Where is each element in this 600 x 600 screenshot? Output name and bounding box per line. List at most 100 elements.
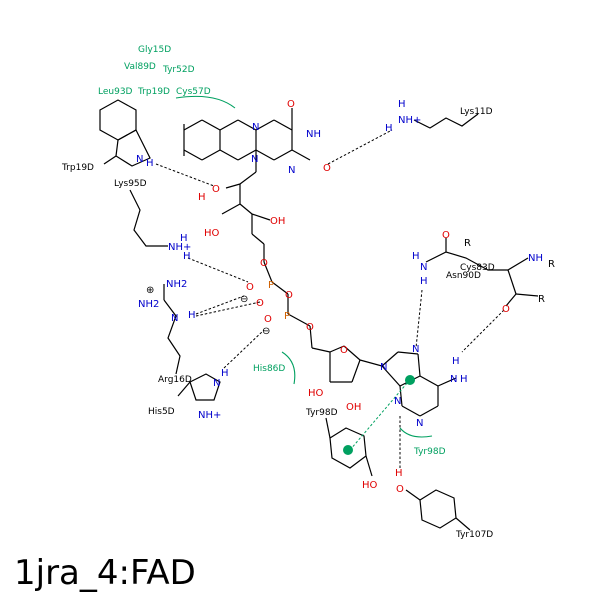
atom-cys83d-o: O: [502, 304, 510, 315]
atom-o-bridge: O: [285, 290, 293, 301]
atom-his5d-nh: NH+: [198, 410, 221, 421]
hydrophobic-arc-top: [175, 95, 236, 109]
hbond-arg16d-b: [195, 301, 261, 317]
atom-oh4-ribityl: OH: [270, 216, 285, 227]
atom-adenine-nh2: H: [460, 374, 468, 385]
atom-tyr98d-ho: HO: [362, 480, 378, 491]
atom-adenine-n9: N: [380, 362, 387, 373]
label-val89d: Val89D: [124, 62, 156, 72]
atom-cys83d-r-top: R: [548, 259, 555, 270]
atom-nh-n3: NH: [306, 129, 321, 140]
atom-cys83d-nh: NH: [528, 253, 543, 264]
page-title: 1jra_4:FAD: [14, 553, 196, 593]
atom-cys83d-r: R: [538, 294, 545, 305]
label-lys11d: Lys11D: [460, 107, 493, 117]
atom-o-p1-a: O: [246, 282, 254, 293]
atom-ribose-ho2: HO: [308, 388, 324, 399]
atom-p2: P: [284, 311, 290, 322]
atom-lys95d-h-top: H: [180, 233, 188, 244]
atom-lys11d-h-left: H: [385, 123, 393, 134]
pi-centroid-adenine: [405, 375, 415, 385]
hbond-lys11d: [327, 129, 393, 165]
hbond-asn90d: [415, 289, 423, 349]
pi-centroid-tyr98d: [343, 445, 353, 455]
atom-asn90d-h-top: H: [412, 251, 420, 262]
atom-o-c4: O: [287, 99, 295, 110]
atom-n10: N: [251, 154, 258, 165]
atom-o-p1-b: O: [256, 298, 264, 309]
atom-lys11d-h-top: H: [398, 99, 406, 110]
asn90d-chain: [425, 251, 508, 271]
lys95d-chain: [129, 189, 168, 247]
atom-arg16d-plus: ⊕: [146, 285, 154, 296]
label-tyr98d-hydrophobic: Tyr98D: [413, 447, 446, 457]
atom-tyr107d-h: H: [395, 468, 403, 479]
atom-minus-p1: ⊖: [240, 294, 248, 305]
atom-his5d-n: N: [213, 378, 220, 389]
atom-minus-p2: ⊖: [262, 326, 270, 337]
atom-tyr107d-o: O: [396, 484, 404, 495]
atom-adenine-h6: H: [452, 356, 460, 367]
atom-arg16d-n: N: [171, 313, 178, 324]
atom-ribose-o4: O: [340, 345, 348, 356]
atom-asn90d-h: H: [420, 276, 428, 287]
hbond-trp19d: [155, 163, 215, 187]
label-trp19d-hydrophobic: Trp19D: [137, 87, 170, 97]
label-asn90d: Asn90D: [446, 271, 481, 281]
atom-o5-ribityl: O: [260, 258, 268, 269]
his5d-ring: [189, 373, 221, 401]
label-arg16d: Arg16D: [158, 375, 192, 385]
atom-arg16d-h: H: [188, 310, 196, 321]
atom-asn90d-o: O: [442, 230, 450, 241]
atom-lys11d-nh: NH+: [398, 115, 421, 126]
atom-o-c2: O: [323, 163, 331, 174]
hbond-arg16d: [195, 295, 245, 315]
atom-asn90d-n: N: [420, 262, 427, 273]
atom-h-o2-ribityl: H: [198, 192, 206, 203]
atom-asn90d-r: R: [464, 238, 471, 249]
atom-lys95d-nh: NH+: [168, 242, 191, 253]
trp19d-indole: [99, 99, 151, 167]
atom-o-p2-a: O: [264, 314, 272, 325]
atom-o-p2-b: O: [306, 322, 314, 333]
label-leu93d: Leu93D: [98, 87, 133, 97]
arg16d-chain: [163, 299, 181, 375]
atom-adenine-n7: N: [412, 344, 419, 355]
atom-lys95d-h-bottom: H: [183, 251, 191, 262]
atom-n1: N: [288, 165, 295, 176]
label-cys83d: Cys83D: [460, 263, 495, 273]
hbond-his5d: [223, 329, 265, 369]
hbond-lys95d: [187, 257, 249, 283]
hydrophobic-arc-his86: [281, 351, 296, 385]
label-trp19d: Trp19D: [61, 163, 94, 173]
tyr107d-ring: [419, 489, 457, 529]
atom-trp19d-n: N: [136, 154, 143, 165]
atom-arg16d-nh2-top: NH2: [166, 279, 187, 290]
label-gly15d: Gly15D: [138, 45, 171, 55]
lys11d-chain: [413, 113, 479, 129]
label-his86d: His86D: [253, 364, 285, 374]
atom-ribose-oh3: OH: [346, 402, 361, 413]
hydrophobic-arc-tyr98: [399, 427, 433, 438]
label-tyr98d: Tyr98D: [305, 408, 338, 418]
label-cys57d: Cys57D: [176, 87, 211, 97]
label-tyr52d: Tyr52D: [162, 65, 195, 75]
label-his5d: His5D: [148, 407, 175, 417]
atom-adenine-n6: N: [450, 374, 457, 385]
hbond-cys83d: [461, 309, 505, 353]
atom-p1: P: [268, 280, 274, 291]
atom-arg16d-nh2-left: NH2: [138, 299, 159, 310]
atom-o2-ribityl: O: [212, 184, 220, 195]
flavin-ring-system: [183, 108, 457, 417]
label-lys95d: Lys95D: [114, 179, 147, 189]
atom-adenine-n1: N: [416, 418, 423, 429]
atom-ho3-ribityl: HO: [204, 228, 220, 239]
atom-adenine-n3: N: [394, 396, 401, 407]
atom-trp19d-h: H: [146, 158, 154, 169]
atom-his5d-h: H: [221, 368, 229, 379]
pi-stack-tyr98d: [349, 381, 409, 451]
atom-n5: N: [252, 122, 259, 133]
label-tyr107d: Tyr107D: [455, 530, 493, 540]
